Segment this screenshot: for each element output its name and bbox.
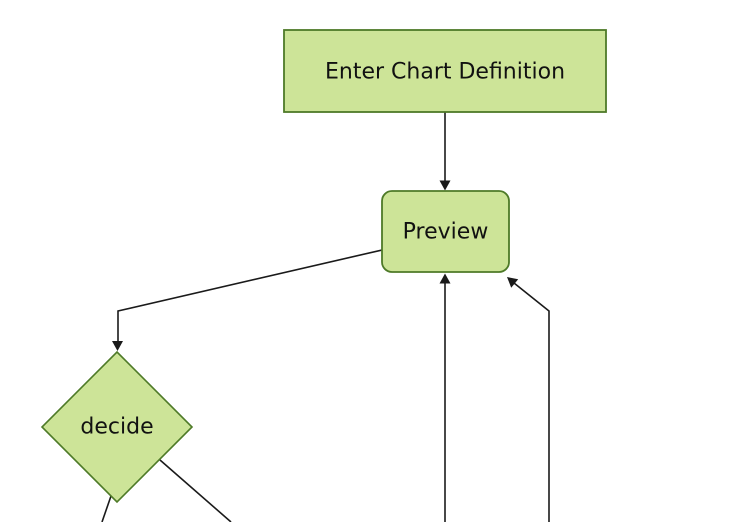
node-decide: decide <box>40 350 194 504</box>
edge-line <box>508 278 550 522</box>
edge-decide-to-bottom-right <box>159 459 232 522</box>
edge-line <box>101 495 112 522</box>
arrowhead-down-icon <box>439 180 451 191</box>
node-decide-label: decide <box>80 415 153 440</box>
edge-enter-to-preview <box>439 112 451 191</box>
arrowhead-down-icon <box>112 341 123 351</box>
arrowhead-up-left-icon <box>507 277 519 288</box>
edge-bottom-right-to-preview <box>507 277 550 522</box>
edge-line <box>117 249 383 342</box>
arrowhead-up-icon <box>439 273 451 284</box>
node-enter-chart-definition: Enter Chart Definition <box>283 29 607 113</box>
node-preview: Preview <box>381 190 510 273</box>
edge-decide-to-bottom-left <box>101 495 112 522</box>
node-preview-shape <box>381 190 510 273</box>
node-decide-shape <box>40 350 194 504</box>
node-preview-label: Preview <box>403 220 489 245</box>
edge-line <box>159 459 232 522</box>
node-enter-label: Enter Chart Definition <box>325 60 565 85</box>
edge-bottom-to-preview <box>439 273 451 522</box>
edge-preview-to-decide <box>112 249 383 351</box>
node-enter-shape <box>283 29 607 113</box>
